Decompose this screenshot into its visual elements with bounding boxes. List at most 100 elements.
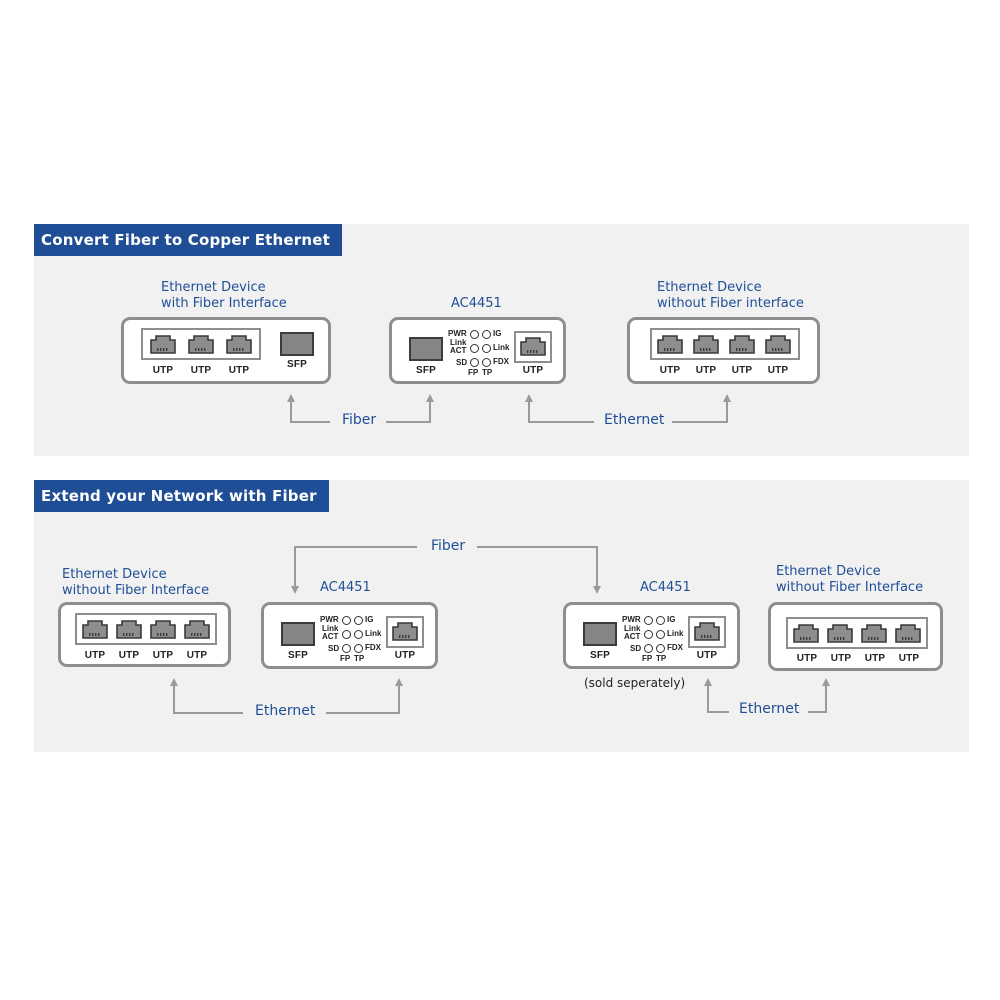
led-label: FDX — [493, 357, 509, 366]
led-icon — [354, 616, 363, 625]
led-icon — [644, 616, 653, 625]
led-label: Link — [322, 624, 339, 633]
led-icon — [470, 330, 479, 339]
led-label: FP — [340, 654, 351, 663]
led-label: TP — [482, 368, 493, 377]
led-label: TP — [656, 654, 667, 663]
led-icon — [656, 616, 665, 625]
rj45-port-icon — [693, 621, 721, 642]
caption-line: with Fiber Interface — [161, 296, 287, 311]
panel-title: Extend your Network with Fiber — [34, 480, 329, 512]
ethernet-link-label: Ethernet — [255, 703, 316, 719]
caption-line: Ethernet Device — [62, 567, 167, 582]
led-label: PWR — [448, 329, 467, 338]
rj45-port-icon — [792, 623, 820, 644]
rj45-port-icon — [115, 619, 143, 640]
led-icon — [644, 630, 653, 639]
caption-line: Ethernet Device — [776, 564, 881, 579]
rj45-port-icon — [826, 623, 854, 644]
led-label: FDX — [667, 643, 683, 652]
sfp-label: SFP — [286, 359, 308, 370]
media-converter: SFP PWR Link ACT SD FP IG Link FDX TP UT… — [261, 602, 438, 669]
led-label: PWR — [622, 615, 641, 624]
port-label: UTP — [228, 365, 250, 376]
led-icon — [354, 644, 363, 653]
rj45-port-icon — [81, 619, 109, 640]
utp-port-group — [650, 328, 800, 360]
fiber-link-label: Fiber — [342, 412, 377, 428]
converter-caption: AC4451 — [320, 580, 371, 595]
sfp-port-icon — [409, 337, 443, 361]
led-label: FP — [642, 654, 653, 663]
ethernet-device-fiber: UTP UTP UTP SFP — [121, 317, 331, 384]
port-label: UTP — [84, 650, 106, 661]
led-label: ACT — [322, 632, 339, 641]
ethernet-connector — [525, 394, 594, 423]
led-label: IG — [493, 329, 502, 338]
rj45-port-icon — [187, 334, 215, 355]
ethernet-device-copper: UTP UTP UTP UTP — [768, 602, 943, 671]
led-panel: PWR Link ACT SD FP IG Link FDX TP — [448, 329, 514, 379]
converter-caption: AC4451 — [451, 296, 502, 311]
rj45-port-icon — [225, 334, 253, 355]
port-label: UTP — [659, 365, 681, 376]
caption-line: Ethernet Device — [161, 280, 266, 295]
rj45-port-icon — [692, 334, 720, 355]
led-label: Link — [493, 343, 510, 352]
rj45-port-icon — [391, 621, 419, 642]
sfp-port-icon — [281, 622, 315, 646]
rj45-port-icon — [183, 619, 211, 640]
media-converter: SFP PWR Link ACT SD FP IG Link FDX TP UT… — [563, 602, 740, 669]
led-label: IG — [667, 615, 676, 624]
ethernet-device-copper: UTP UTP UTP UTP — [627, 317, 820, 384]
rj45-port-icon — [656, 334, 684, 355]
led-label: ACT — [450, 346, 467, 355]
led-icon — [342, 616, 351, 625]
led-label: Link — [365, 629, 382, 638]
sfp-port-icon — [583, 622, 617, 646]
ethernet-connector — [704, 678, 729, 713]
sfp-label: SFP — [287, 650, 309, 661]
fiber-connector — [287, 394, 330, 423]
port-label: UTP — [190, 365, 212, 376]
led-icon — [482, 344, 491, 353]
led-label: FP — [468, 368, 479, 377]
caption-line: without Fiber Interface — [776, 580, 924, 595]
port-label: UTP — [394, 650, 416, 661]
led-icon — [354, 630, 363, 639]
led-label: FDX — [365, 643, 381, 652]
led-label: Link — [450, 338, 467, 347]
led-icon — [470, 344, 479, 353]
led-label: Link — [624, 624, 641, 633]
led-label: SD — [328, 644, 340, 653]
device-caption: Ethernet Device with Fiber Interface — [161, 280, 287, 312]
ethernet-connector — [170, 678, 243, 714]
port-label: UTP — [767, 365, 789, 376]
led-icon — [656, 630, 665, 639]
led-icon — [656, 644, 665, 653]
utp-port-group — [141, 328, 261, 360]
caption-line: without Fiber interface — [657, 296, 804, 311]
ethernet-link-label: Ethernet — [604, 412, 665, 428]
sfp-port-icon — [280, 332, 314, 356]
fiber-link-label: Fiber — [431, 538, 466, 554]
rj45-port-icon — [519, 336, 547, 357]
led-label: SD — [456, 358, 468, 367]
device-caption: Ethernet Device without Fiber interface — [657, 280, 804, 312]
fiber-connector — [477, 546, 601, 594]
led-icon — [342, 644, 351, 653]
port-label: UTP — [118, 650, 140, 661]
rj45-port-icon — [149, 619, 177, 640]
port-label: UTP — [186, 650, 208, 661]
led-panel: PWR Link ACT SD FP IG Link FDX TP — [320, 615, 386, 665]
led-panel: PWR Link ACT SD FP IG Link FDX TP — [622, 615, 688, 665]
port-label: UTP — [522, 365, 544, 376]
led-label: IG — [365, 615, 374, 624]
ethernet-connector — [808, 678, 830, 713]
utp-port-group — [514, 331, 552, 363]
led-icon — [342, 630, 351, 639]
rj45-port-icon — [860, 623, 888, 644]
port-label: UTP — [731, 365, 753, 376]
sfp-label: SFP — [415, 365, 437, 376]
